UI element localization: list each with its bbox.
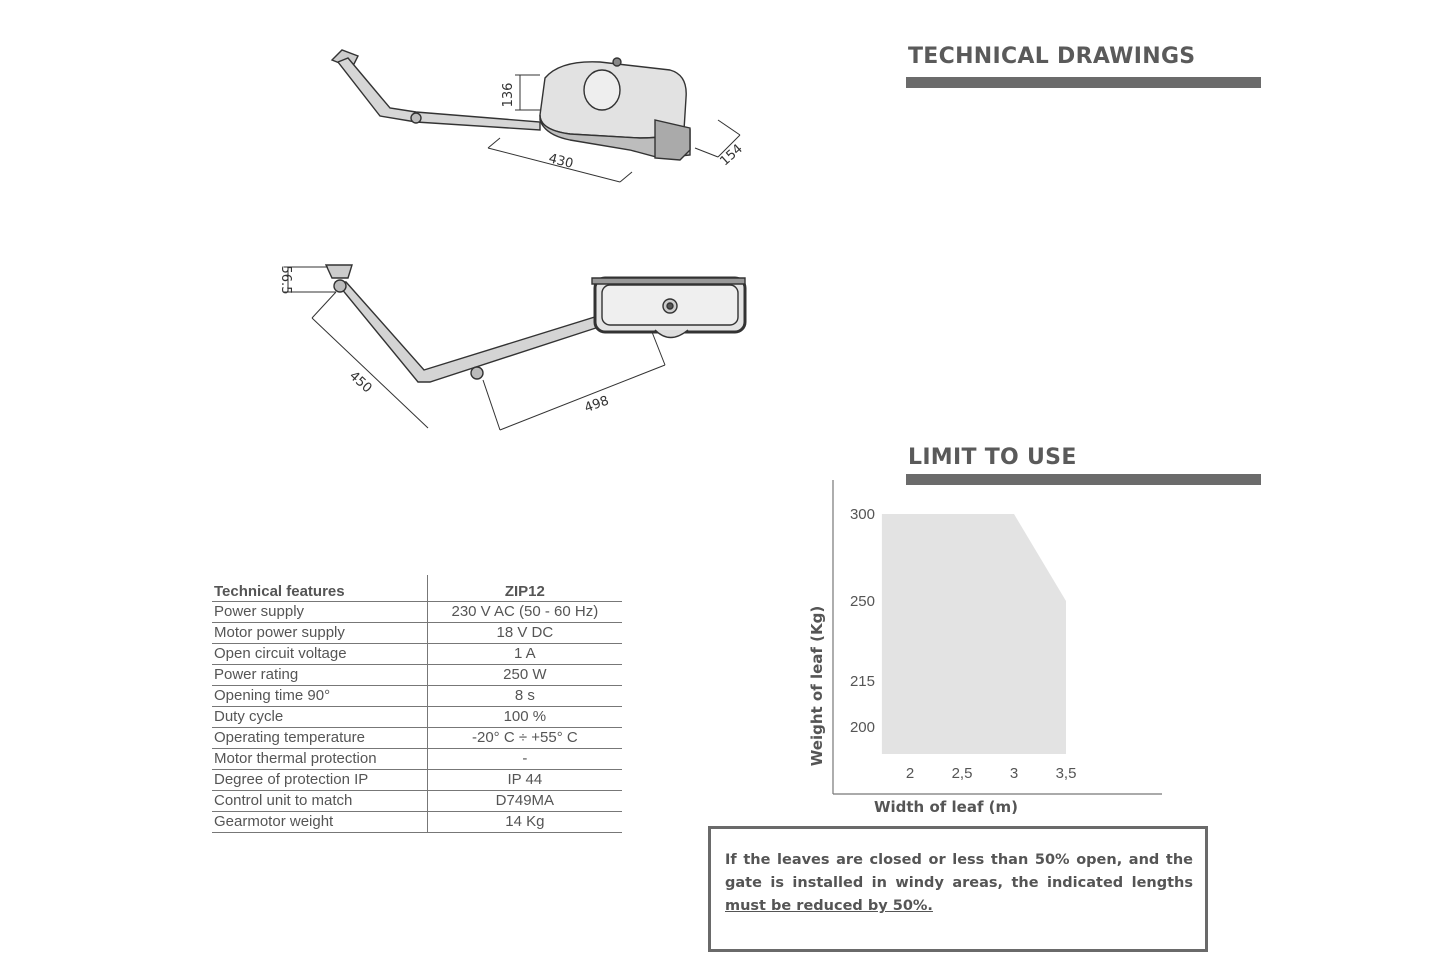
x-tick-label: 3,5: [1056, 765, 1077, 782]
note-text: If the leaves are closed or less than 50…: [725, 849, 1193, 918]
feature-name: Motor thermal protection: [212, 748, 428, 770]
dim-arm2-label: 498: [583, 393, 611, 416]
feature-value: 250 W: [426, 664, 622, 686]
feature-value: 1 A: [426, 643, 622, 665]
feature-name: Open circuit voltage: [212, 643, 428, 665]
feature-name: Control unit to match: [212, 790, 428, 812]
side-view-drawing: [324, 264, 747, 383]
technical-drawings: 136 430 154 56.5 450 498: [278, 49, 747, 431]
usage-limit-area: [881, 514, 1066, 754]
feature-value: -: [426, 748, 622, 770]
title-bar-technical-drawings: [906, 77, 1261, 88]
x-axis-title: Width of leaf (m): [874, 798, 1018, 816]
note-text-underlined: must be reduced by 50%.: [725, 898, 933, 914]
table-row: Motor thermal protection-: [212, 748, 622, 770]
feature-name: Duty cycle: [212, 706, 428, 728]
dim-offset-label: 56.5: [278, 266, 293, 295]
feature-value: 18 V DC: [426, 622, 622, 644]
y-tick-label: 215: [850, 673, 875, 690]
dim-length-label: 430: [547, 151, 575, 172]
y-tick-label: 300: [850, 506, 875, 523]
feature-name: Operating temperature: [212, 727, 428, 749]
x-tick-label: 3: [1010, 765, 1018, 782]
y-axis-title: Weight of leaf (Kg): [808, 606, 826, 766]
feature-value: -20° C ÷ +55° C: [426, 727, 622, 749]
x-tick-label: 2: [906, 765, 914, 782]
table-row: Opening time 90°8 s: [212, 685, 622, 707]
feature-name: Opening time 90°: [212, 685, 428, 707]
feature-value: D749MA: [426, 790, 622, 812]
feature-value: 230 V AC (50 - 60 Hz): [426, 601, 622, 623]
top-view-dimension-lines: [487, 74, 741, 183]
dim-width-label: 154: [717, 142, 745, 170]
y-tick-label: 200: [850, 719, 875, 736]
feature-value: IP 44: [426, 769, 622, 791]
feature-name: Power supply: [212, 601, 428, 623]
title-bar-limit-to-use: [906, 474, 1261, 485]
top-view-drawing: [330, 49, 691, 161]
table-header-model: ZIP12: [426, 575, 622, 602]
feature-name: Gearmotor weight: [212, 811, 428, 833]
note-text-main: If the leaves are closed or less than 50…: [725, 852, 1193, 891]
table-header-feature: Technical features: [212, 575, 428, 602]
side-view-dimension-lines: [284, 266, 666, 431]
feature-value: 100 %: [426, 706, 622, 728]
feature-name: Power rating: [212, 664, 428, 686]
table-header-row: Technical features ZIP12: [212, 575, 622, 602]
section-title-technical-drawings: TECHNICAL DRAWINGS: [908, 44, 1196, 69]
table-row: Operating temperature-20° C ÷ +55° C: [212, 727, 622, 749]
feature-value: 14 Kg: [426, 811, 622, 833]
feature-name: Motor power supply: [212, 622, 428, 644]
wind-warning-note: If the leaves are closed or less than 50…: [708, 826, 1208, 952]
feature-value: 8 s: [426, 685, 622, 707]
y-tick-label: 250: [850, 593, 875, 610]
feature-name: Degree of protection IP: [212, 769, 428, 791]
x-tick-label: 2,5: [952, 765, 973, 782]
section-title-limit-to-use: LIMIT TO USE: [908, 445, 1077, 470]
dim-height-label: 136: [501, 83, 516, 108]
